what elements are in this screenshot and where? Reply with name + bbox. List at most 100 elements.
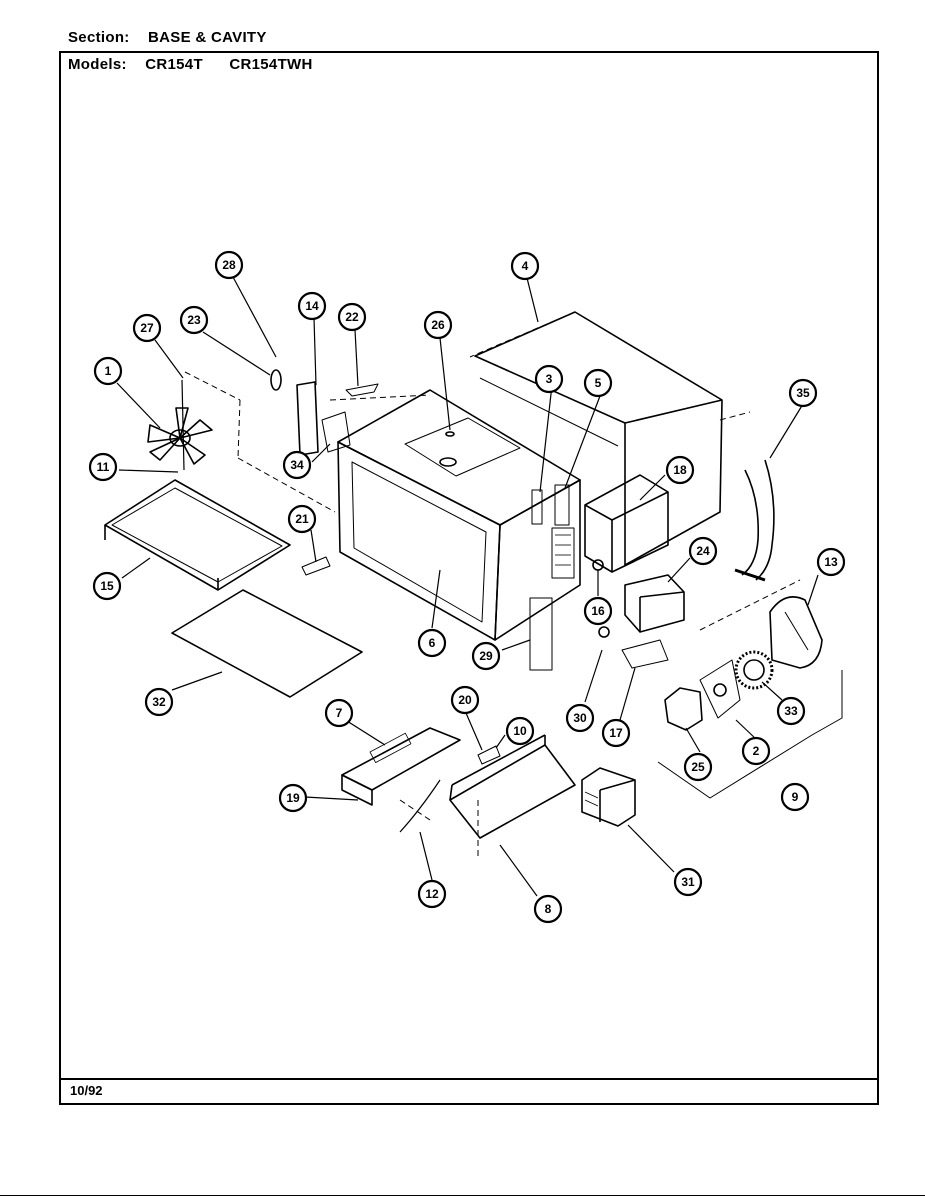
- callout-circle: [776, 696, 806, 726]
- callout-circle: [417, 879, 447, 909]
- capacitor-part: [624, 574, 685, 633]
- assembly-group-line: [657, 670, 843, 799]
- callout-6: 6: [417, 628, 447, 658]
- callout-circle: [297, 291, 327, 321]
- callout-29: 29: [471, 641, 501, 671]
- callout-2: 2: [741, 736, 771, 766]
- callout-number: 20: [458, 693, 472, 707]
- callout-number: 28: [222, 258, 236, 272]
- callout-circle: [471, 641, 501, 671]
- callout-circle: [423, 310, 453, 340]
- floor-panel-part: [171, 589, 363, 698]
- callout-31: 31: [673, 867, 703, 897]
- callout-number: 14: [305, 299, 319, 313]
- models-heading: Models: CR154T CR154TWH: [68, 56, 313, 73]
- callout-7: 7: [324, 698, 354, 728]
- callout-number: 2: [753, 744, 760, 758]
- callout-circle: [583, 368, 613, 398]
- callout-10: 10: [505, 716, 535, 746]
- callout-number: 31: [681, 875, 695, 889]
- callout-number: 11: [97, 460, 110, 474]
- callout-number: 32: [152, 695, 166, 709]
- callout-circle: [88, 452, 118, 482]
- callout-number: 1: [105, 364, 112, 378]
- callout-circle: [510, 251, 540, 281]
- callout-23: 23: [179, 305, 209, 335]
- callout-circle: [665, 455, 695, 485]
- callout-28: 28: [214, 250, 244, 280]
- callout-circle: [583, 596, 613, 626]
- callout-number: 15: [100, 579, 114, 593]
- callout-circle: [144, 687, 174, 717]
- callout-number: 27: [140, 321, 154, 335]
- callout-33: 33: [776, 696, 806, 726]
- callout-circle: [788, 378, 818, 408]
- callout-number: 8: [545, 902, 552, 916]
- callout-number: 17: [609, 726, 623, 740]
- callout-12: 12: [417, 879, 447, 909]
- callout-circle: [688, 536, 718, 566]
- callout-19: 19: [278, 783, 308, 813]
- callout-number: 3: [546, 372, 553, 386]
- callout-30: 30: [565, 703, 595, 733]
- callout-13: 13: [816, 547, 846, 577]
- callout-24: 24: [688, 536, 718, 566]
- callout-circle: [278, 783, 308, 813]
- callout-circle: [673, 867, 703, 897]
- callout-number: 13: [824, 555, 838, 569]
- callout-number: 34: [290, 458, 304, 472]
- wire-harness-part: [734, 459, 775, 582]
- fan-blade-part: [147, 379, 213, 471]
- callout-number: 6: [429, 636, 436, 650]
- footer-divider: [59, 1078, 879, 1080]
- callout-circle: [565, 703, 595, 733]
- callout-number: 10: [513, 724, 527, 738]
- control-board-part: [341, 727, 461, 806]
- motor-shroud-part: [769, 596, 823, 669]
- callout-circle: [601, 718, 631, 748]
- callout-circle: [683, 752, 713, 782]
- base-tray-part: [104, 479, 291, 591]
- assembly-guide-lines: [184, 311, 801, 860]
- callout-32: 32: [144, 687, 174, 717]
- callout-8: 8: [533, 894, 563, 924]
- model-number: CR154TWH: [229, 56, 313, 73]
- callout-number: 23: [187, 313, 201, 327]
- callout-number: 25: [691, 760, 705, 774]
- small-hardware-part: [270, 369, 669, 833]
- callout-17: 17: [601, 718, 631, 748]
- callout-number: 4: [522, 259, 529, 273]
- callout-number: 26: [431, 318, 445, 332]
- callout-circle: [816, 547, 846, 577]
- models-label: Models:: [68, 56, 127, 73]
- callout-number: 22: [345, 310, 359, 324]
- air-duct-part: [584, 474, 669, 573]
- callout-number: 7: [336, 706, 343, 720]
- section-label: Section:: [68, 29, 130, 46]
- callout-5: 5: [583, 368, 613, 398]
- callout-circle: [214, 250, 244, 280]
- callout-number: 9: [792, 790, 799, 804]
- callout-20: 20: [450, 685, 480, 715]
- callout-number: 19: [286, 791, 300, 805]
- callout-21: 21: [287, 504, 317, 534]
- date-code: 10/92: [70, 1083, 103, 1098]
- callout-number: 35: [796, 386, 810, 400]
- section-heading: Section: BASE & CAVITY: [68, 29, 267, 46]
- callout-number: 24: [696, 544, 710, 558]
- callout-25: 25: [683, 752, 713, 782]
- section-name: BASE & CAVITY: [148, 29, 267, 46]
- callout-circle: [533, 894, 563, 924]
- callout-1: 1: [93, 356, 123, 386]
- callout-circle: [93, 356, 123, 386]
- callout-number: 5: [595, 376, 602, 390]
- callout-27: 27: [132, 313, 162, 343]
- callout-circle: [324, 698, 354, 728]
- callout-16: 16: [583, 596, 613, 626]
- page-edge-line: [0, 1195, 925, 1196]
- callout-circle: [534, 364, 564, 394]
- callout-circle: [179, 305, 209, 335]
- callout-26: 26: [423, 310, 453, 340]
